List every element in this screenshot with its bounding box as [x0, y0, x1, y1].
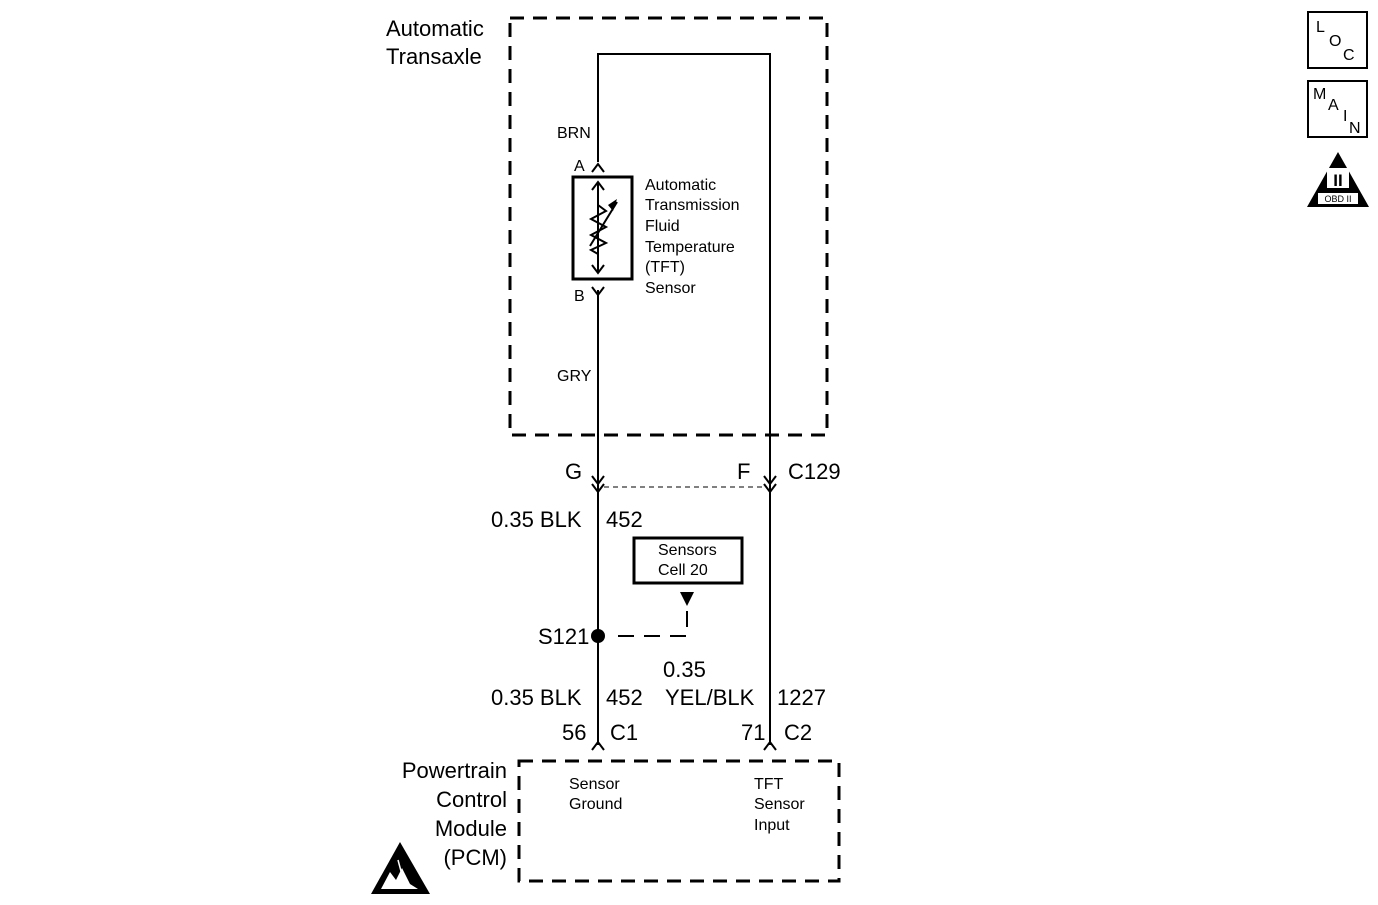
- tft-sensor-label: Automatic Transmission Fluid Temperature…: [645, 177, 740, 297]
- sensor-loop-wire: [597, 53, 771, 470]
- sensor-pin-a-connector: A: [574, 158, 605, 175]
- obd-ii-icon[interactable]: II OBD II: [1307, 152, 1369, 207]
- tft-sensor-label-line3: Fluid: [645, 218, 680, 235]
- loc-char-c: C: [1343, 47, 1355, 64]
- sensors-cell-line2: Cell 20: [658, 562, 708, 579]
- tft-sensor-label-line2: Transmission: [645, 197, 740, 214]
- c129-name: C129: [788, 459, 841, 484]
- pcm-pin-71-connector[interactable]: 71 C2: [741, 720, 812, 751]
- main-char-m: M: [1313, 86, 1326, 103]
- splice-s121-dot[interactable]: [591, 629, 605, 643]
- loc-button[interactable]: L O C: [1307, 11, 1368, 69]
- tft-sensor-label-line6: Sensor: [645, 280, 696, 297]
- reference-arrow-icon: [680, 592, 694, 606]
- pcm-label-line2: Control: [436, 787, 507, 812]
- pcm-pin71-desc-line1: TFT: [754, 776, 784, 793]
- obd-label: OBD II: [1324, 194, 1351, 204]
- pcm-label-line1: Powertrain: [402, 758, 507, 783]
- tft-sensor-label-line5: (TFT): [645, 259, 685, 276]
- sensor-pin-b-label: B: [574, 288, 585, 305]
- sensors-cell-20-reference[interactable]: Sensors Cell 20: [632, 536, 744, 585]
- ground-lower-gauge-color: 0.35 BLK: [491, 685, 582, 710]
- tft-sensor-label-line4: Temperature: [645, 239, 735, 256]
- pcm-label: Powertrain Control Module (PCM): [402, 758, 507, 870]
- pcm-pin56-desc-line1: Sensor: [569, 776, 620, 793]
- sensor-pin-b-connector: B: [574, 286, 605, 305]
- pcm-pin71-desc-line3: Input: [754, 817, 790, 834]
- loc-char-o: O: [1329, 33, 1341, 50]
- sensor-pin-a-label: A: [574, 158, 585, 175]
- main-char-a: A: [1328, 97, 1339, 114]
- esd-warning-icon: [371, 842, 430, 894]
- transaxle-label-line1: Automatic: [386, 16, 484, 41]
- ground-upper-gauge-color: 0.35 BLK: [491, 507, 582, 532]
- pcm-pin71-desc-line2: Sensor: [754, 796, 805, 813]
- sensors-cell-line1: Sensors: [658, 542, 717, 559]
- pcm-pin-56: 56: [562, 720, 586, 745]
- ground-lower-circuit-number: 452: [606, 685, 643, 710]
- pcm-pin-56-connector[interactable]: 56 C1: [562, 720, 638, 751]
- main-char-i: I: [1343, 108, 1347, 125]
- loc-char-l: L: [1316, 19, 1325, 36]
- c129-pin-g: G: [565, 459, 582, 484]
- transaxle-label-line2: Transaxle: [386, 44, 482, 69]
- pcm-connector-c1: C1: [610, 720, 638, 745]
- main-char-n: N: [1349, 120, 1361, 137]
- c129-pin-f: F: [737, 459, 750, 484]
- pcm-pin56-desc-line2: Ground: [569, 796, 622, 813]
- pcm-pin-71: 71: [741, 720, 765, 745]
- ground-upper-circuit-number: 452: [606, 507, 643, 532]
- transaxle-component: Automatic Transaxle: [386, 16, 829, 437]
- wire-color-brn: BRN: [557, 125, 591, 142]
- splice-reference-dashed-line: [618, 608, 688, 637]
- tft-sensor-label-line1: Automatic: [645, 177, 716, 194]
- pcm-label-line4: (PCM): [443, 845, 507, 870]
- signal-circuit-number: 1227: [777, 685, 826, 710]
- signal-color: YEL/BLK: [665, 685, 755, 710]
- main-button[interactable]: M A I N: [1307, 80, 1368, 138]
- splice-s121-label: S121: [538, 624, 589, 649]
- pcm-component[interactable]: [517, 759, 841, 883]
- connector-c129[interactable]: G F C129: [565, 459, 841, 494]
- obd-roman: II: [1333, 171, 1342, 190]
- pcm-connector-c2: C2: [784, 720, 812, 745]
- wire-color-gry: GRY: [557, 368, 592, 385]
- signal-gauge: 0.35: [663, 657, 706, 682]
- pcm-dashed-outline: [517, 759, 841, 883]
- pcm-label-line3: Module: [435, 816, 507, 841]
- tft-sensor[interactable]: [571, 175, 634, 281]
